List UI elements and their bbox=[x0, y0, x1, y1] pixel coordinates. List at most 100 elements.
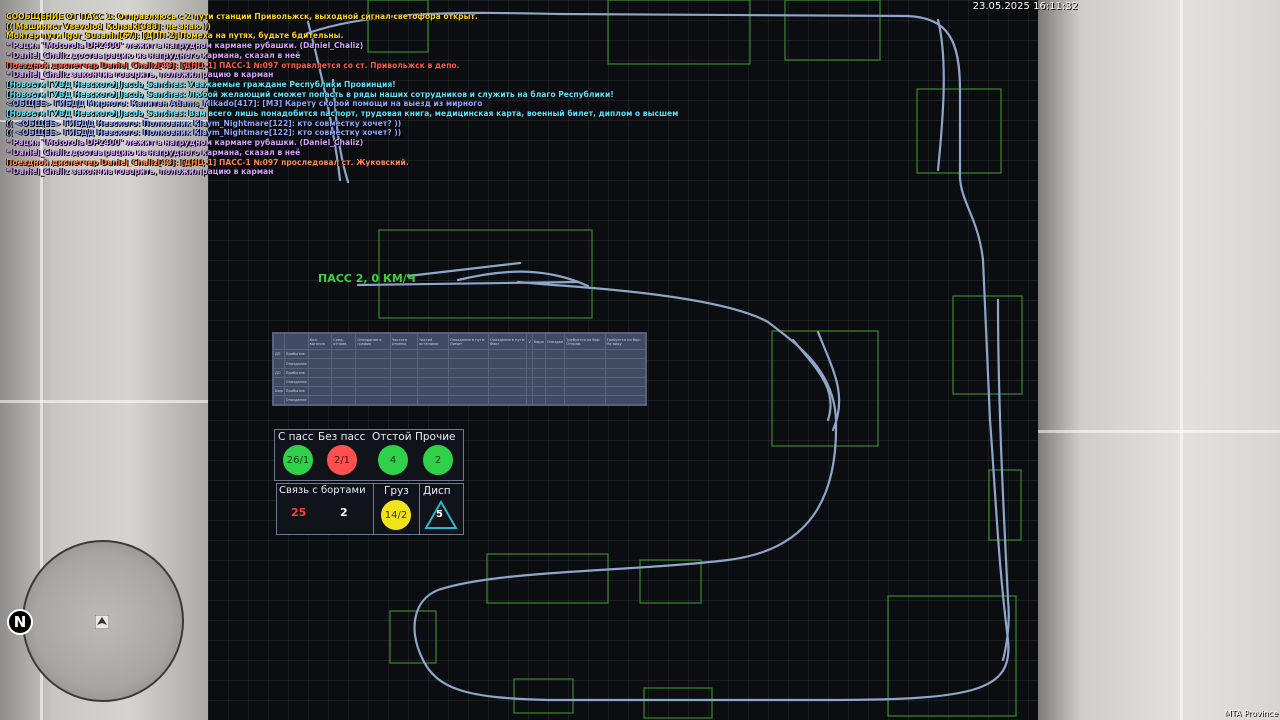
station-block bbox=[639, 559, 702, 604]
station-block bbox=[389, 610, 437, 664]
table-row: Опоздание bbox=[273, 376, 647, 387]
station-block bbox=[513, 678, 574, 714]
s-pass-label: С пасс bbox=[278, 431, 314, 443]
table-header: Опоздание в пути: Лимит bbox=[447, 332, 489, 351]
table-header bbox=[273, 332, 285, 351]
svyaz-panel: Связь с бортами 25 2 bbox=[276, 483, 374, 535]
station-block bbox=[784, 0, 881, 61]
svyaz-label: Связь с бортами bbox=[279, 485, 366, 496]
siding-line bbox=[406, 261, 522, 278]
clock: 23.05.2025 16:11:32 bbox=[972, 1, 1078, 12]
chat-line: (( <ОБЩЕЕ> ГИБДД Невского: Полковник Kla… bbox=[6, 118, 402, 128]
prochie-value: 2 bbox=[434, 454, 442, 466]
otstoy-label: Отстой bbox=[372, 431, 412, 443]
prochie-indicator: 2 bbox=[423, 445, 453, 475]
chat-line: * Рация "Motorola DP2400" лежит в нагруд… bbox=[6, 138, 364, 148]
table-header-row: Кол. вагонов Сред. отправ. Опоздание в г… bbox=[273, 332, 647, 351]
branch-line bbox=[331, 78, 350, 184]
gruz-panel: Груз 14/2 bbox=[373, 483, 420, 535]
table-cell: Бюр bbox=[273, 385, 285, 396]
parallel-line bbox=[996, 298, 1010, 662]
table-row: Опоздание bbox=[273, 394, 647, 406]
chat-log: СООБЩЕНИЕ ОТ ПАСС 1: Отправляюсь с 2 пут… bbox=[6, 12, 686, 177]
track-map bbox=[208, 0, 1023, 719]
bez-pass-value: 2/1 bbox=[333, 454, 351, 466]
otstoy-indicator: 4 bbox=[378, 445, 408, 475]
main-line bbox=[301, 11, 1010, 702]
station-block bbox=[607, 0, 751, 65]
table-header: Сред. отправ. bbox=[331, 332, 357, 351]
chat-line: * Рация "Motorola DP2400" лежит в нагруд… bbox=[6, 41, 364, 51]
station-block bbox=[378, 229, 593, 319]
chat-line: * Daniel_Chaliz закончив говорить, полож… bbox=[6, 70, 274, 80]
table-cell: Прибытие bbox=[283, 367, 309, 378]
loop-line bbox=[791, 338, 832, 422]
chat-line: Монтер пути Igor_Susanin[67]: [ДПП-2] По… bbox=[6, 31, 344, 41]
brand-watermark: MTA Province bbox=[1224, 709, 1278, 718]
table-cell: ДО bbox=[273, 367, 285, 378]
svyaz-value-red: 25 bbox=[291, 506, 307, 519]
wall-right bbox=[1030, 0, 1280, 720]
table-cell bbox=[273, 394, 285, 406]
table-row: Опоздание bbox=[273, 358, 647, 369]
otstoy-value: 4 bbox=[389, 454, 397, 466]
bez-pass-indicator: 2/1 bbox=[327, 445, 357, 475]
table-cell bbox=[273, 376, 285, 387]
table-cell: ДП bbox=[273, 349, 285, 360]
gruz-indicator: 14/2 bbox=[381, 500, 411, 530]
chat-line: * Daniel_Chaliz закончив говорить, полож… bbox=[6, 167, 274, 177]
station-block bbox=[367, 0, 429, 53]
table-cell: Прибытие bbox=[283, 349, 309, 360]
chat-line: * Daniel_Chaliz достав рацию из нагрудно… bbox=[6, 50, 301, 60]
siding-line bbox=[356, 280, 580, 287]
table-header: Требуется на бор: На виду bbox=[604, 332, 647, 351]
train-label: ПАСС 2, 0 КМ/Ч bbox=[318, 272, 416, 285]
table-cell: Опоздание bbox=[283, 394, 309, 406]
table-header: Кол. вагонов bbox=[307, 332, 333, 351]
station-block bbox=[771, 330, 879, 447]
chat-line: [Новости ГУВД Невского] Jacob_Sanches: В… bbox=[6, 109, 679, 119]
station-block bbox=[643, 687, 713, 719]
station-block bbox=[887, 595, 1017, 717]
table-header: Опоздание в пути: Факт bbox=[487, 332, 528, 351]
s-pass-indicator: 26/1 bbox=[283, 445, 313, 475]
loop-line bbox=[816, 330, 841, 432]
table-header: Частота отмены bbox=[389, 332, 419, 351]
siding-line bbox=[456, 270, 590, 288]
gruz-value: 14/2 bbox=[384, 509, 408, 521]
svyaz-value-white: 2 bbox=[340, 506, 348, 519]
north-icon: N bbox=[7, 609, 33, 635]
gruz-label: Груз bbox=[384, 485, 409, 497]
table-header bbox=[283, 332, 309, 351]
table-header: Бюро bbox=[531, 332, 546, 351]
disp-panel: Дисп 5 bbox=[419, 483, 464, 535]
prochie-label: Прочие bbox=[415, 431, 456, 443]
north-label: N bbox=[13, 613, 27, 631]
chat-line: * Daniel_Chaliz достав рацию из нагрудно… bbox=[6, 147, 301, 157]
table-header: Опоздание в график bbox=[355, 332, 391, 351]
chat-line: Поездной диспетчер Daniel_Chaliz[43]: [Д… bbox=[6, 157, 409, 167]
dispatch-table: Кол. вагонов Сред. отправ. Опоздание в г… bbox=[272, 332, 647, 406]
table-header: Частей остановок bbox=[417, 332, 449, 351]
chat-line: (( <ОБЩЕЕ> ГИБДД Невского: Полковник Kla… bbox=[6, 128, 402, 138]
chat-line: Поездной диспетчер Daniel_Chaliz[43]: [Д… bbox=[6, 60, 460, 70]
chat-line: [Новости ГУВД Невского] Jacob_Sanches: У… bbox=[6, 79, 396, 89]
s-pass-value: 26/1 bbox=[286, 454, 310, 466]
table-cell: Прибытие bbox=[283, 385, 309, 396]
parallel-line bbox=[936, 18, 945, 172]
bez-pass-label: Без пасс bbox=[318, 431, 366, 443]
disp-triangle-icon bbox=[424, 500, 458, 529]
disp-label: Дисп bbox=[423, 485, 451, 497]
tracks bbox=[208, 11, 1010, 702]
player-marker-icon bbox=[95, 615, 109, 629]
disp-value: 5 bbox=[436, 509, 443, 520]
table-header: Требуется на бор: Отправ. bbox=[564, 332, 606, 351]
branch-line bbox=[306, 20, 342, 182]
chat-line: <ОБЩЕЕ> ГИБДД Мирного: Капитан Adams_Mik… bbox=[6, 99, 483, 109]
table-cell: Опоздание bbox=[283, 358, 309, 369]
table-header: V bbox=[526, 332, 533, 351]
chat-line: (( Машинист Vsevolod_Kohsak[388]: не зна… bbox=[6, 21, 211, 31]
